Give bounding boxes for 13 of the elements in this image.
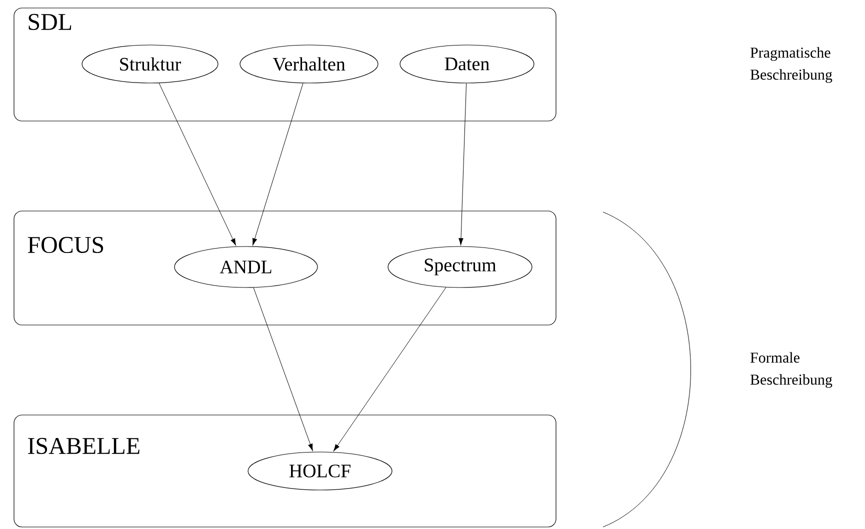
ellipse-node: Verhalten: [240, 44, 378, 84]
ellipse-node: Daten: [400, 44, 534, 84]
arrow: [253, 287, 313, 451]
ellipse-node: ANDL: [174, 246, 318, 288]
arrow: [252, 82, 304, 246]
ellipse-node: HOLCF: [248, 452, 392, 490]
side-label: Formale Beschreibung: [750, 352, 832, 388]
ellipse-node: Spectrum: [388, 246, 532, 288]
arrow: [333, 287, 446, 452]
arrow: [458, 83, 467, 246]
side-label: Pragmatische Beschreibung: [750, 47, 832, 83]
ellipse-node: Struktur: [82, 44, 218, 84]
arrow: [158, 82, 236, 246]
